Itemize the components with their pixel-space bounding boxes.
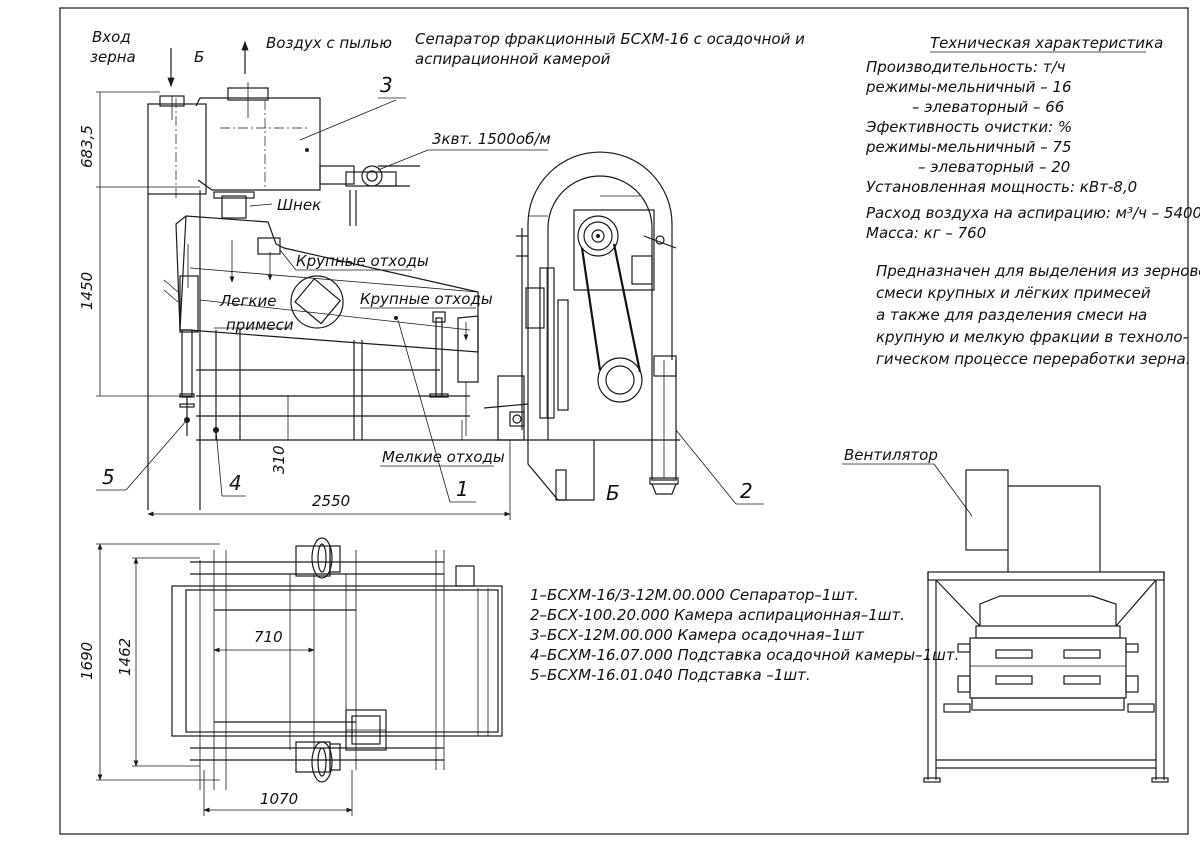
purpose-line: смеси крупных и лёгких примесей — [876, 284, 1151, 302]
title-line-1: Сепаратор фракционный БСХМ-16 с осадочно… — [415, 30, 805, 48]
sheet-frame — [59, 7, 1189, 835]
view-b-label: Б — [606, 481, 620, 505]
technical-specs: Техническая характеристика Производитель… — [865, 34, 1200, 242]
dimension-1462: 1462 — [116, 638, 134, 676]
grain-inlet-label-1: Вход — [92, 28, 131, 46]
spec-line: – элеваторный – 20 — [918, 158, 1070, 176]
parts-list-item: 4–БСХМ-16.07.000 Подставка осадочной кам… — [530, 646, 959, 664]
spec-line: Масса: кг – 760 — [866, 224, 986, 242]
dimension-1070: 1070 — [260, 790, 298, 808]
purpose-line: а также для разделения смеси на — [876, 306, 1147, 324]
end-view: Вентилятор — [842, 446, 1169, 783]
dimension-310: 310 — [270, 445, 288, 474]
grain-inlet-label-2: зерна — [90, 48, 136, 66]
coarse-waste-label-2: Крупные отходы — [360, 290, 493, 308]
side-view: Вход зерна Б Воздух с пылью 683,5 1450 — [78, 28, 680, 520]
dimension-683: 683,5 — [78, 125, 96, 168]
title-line-2: аспирационной камерой — [415, 50, 611, 68]
dimension-1690: 1690 — [78, 642, 96, 680]
auger-label: Шнек — [277, 196, 321, 214]
view-b-top-label: Б — [194, 48, 204, 66]
spec-line: Производительность: т/ч — [866, 58, 1066, 76]
specs-heading: Техническая характеристика — [930, 34, 1163, 52]
light-impurities-label-2: примеси — [226, 316, 294, 334]
callout-4: 4 — [229, 471, 242, 495]
fan-label: Вентилятор — [844, 446, 938, 464]
aspiration-chamber: Б 2 — [483, 151, 764, 505]
coarse-waste-label-1: Крупные отходы — [296, 252, 429, 270]
dimension-2550: 2550 — [312, 492, 350, 510]
motor-label: 3квт. 1500об/м — [432, 130, 551, 148]
parts-list-item: 5–БСХМ-16.01.040 Подставка –1шт. — [530, 666, 811, 684]
callout-3: 3 — [380, 73, 393, 97]
parts-list: 1–БСХМ-16/3-12М.00.000 Сепаратор–1шт. 2–… — [530, 586, 959, 684]
spec-line: Установленная мощность: кВт-8,0 — [866, 178, 1137, 196]
light-impurities-label-1: Легкие — [219, 292, 276, 310]
plan-view: 1690 1462 — [78, 537, 503, 816]
purpose-line: Предназначен для выделения из зерновой — [876, 262, 1200, 280]
air-dust-label: Воздух с пылью — [266, 34, 392, 52]
spec-line: режимы-мельничный – 16 — [865, 78, 1072, 96]
purpose-line: гическом процессе переработки зерна. — [876, 350, 1190, 368]
spec-line: Расход воздуха на аспирацию: м³/ч – 5400 — [866, 204, 1200, 222]
dimension-1450: 1450 — [78, 272, 96, 310]
spec-line: – элеваторный – 66 — [912, 98, 1064, 116]
parts-list-item: 1–БСХМ-16/3-12М.00.000 Сепаратор–1шт. — [530, 586, 859, 604]
callout-5: 5 — [102, 465, 115, 489]
parts-list-item: 2–БСХ-100.20.000 Камера аспирационная–1ш… — [530, 606, 905, 624]
purpose-line: крупную и мелкую фракции в техноло- — [876, 328, 1188, 346]
callout-2: 2 — [740, 479, 753, 503]
spec-line: режимы-мельничный – 75 — [865, 138, 1072, 156]
parts-list-item: 3–БСХ-12М.00.000 Камера осадочная–1шт — [530, 626, 865, 644]
callout-1: 1 — [456, 477, 469, 501]
spec-line: Эфективность очистки: % — [865, 118, 1072, 136]
purpose-text: Предназначен для выделения из зерновой с… — [876, 262, 1200, 368]
fine-waste-label: Мелкие отходы — [382, 448, 505, 466]
dimension-710: 710 — [254, 628, 283, 646]
